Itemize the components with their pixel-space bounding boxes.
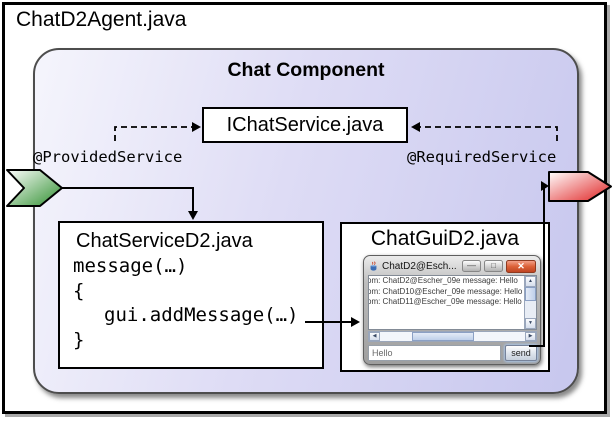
chat-service-title: ChatServiceD2.java — [76, 230, 253, 252]
chat-message: om: ChatD2@Escher_09e message: Hello — [368, 276, 518, 285]
code-line: gui.addMessage(…) — [104, 304, 299, 326]
ichatservice-label: IChatService.java — [226, 113, 384, 136]
vertical-scroll-thumb[interactable] — [525, 287, 536, 301]
chat-window-titlebar[interactable]: ChatD2@Esch... — □ ✕ — [368, 258, 536, 274]
minimize-icon[interactable]: — — [462, 260, 481, 272]
maximize-icon[interactable]: □ — [484, 260, 503, 272]
component-title: Chat Component — [227, 59, 385, 81]
required-service-annotation: @RequiredService — [407, 148, 557, 166]
send-button[interactable]: send — [505, 345, 537, 361]
horizontal-scrollbar[interactable]: ◀ ▶ — [368, 331, 537, 342]
chat-window-body: om: ChatD2@Escher_09e message: Hello om:… — [368, 274, 537, 361]
chat-window-title: ChatD2@Esch... — [382, 260, 457, 272]
page-title: ChatD2Agent.java — [16, 8, 187, 31]
scroll-down-icon[interactable]: ▼ — [525, 318, 536, 329]
provided-service-annotation: @ProvidedService — [33, 148, 183, 166]
chat-message: om: ChatD11@Escher_09e message: Hello — [368, 297, 522, 306]
chat-gui-title: ChatGuiD2.java — [370, 227, 520, 250]
chat-message: om: ChatD10@Escher_09e message: Hello — [368, 286, 523, 296]
chat-message-input[interactable] — [368, 345, 501, 361]
close-icon[interactable]: ✕ — [506, 259, 536, 273]
vertical-scrollbar[interactable]: ▲ ▼ — [524, 276, 536, 329]
scroll-right-icon[interactable]: ▶ — [525, 332, 536, 341]
ichatservice-box: IChatService.java — [202, 107, 408, 143]
code-line: message(…) — [73, 255, 188, 277]
chat-message-list[interactable]: om: ChatD2@Escher_09e message: Hello om:… — [368, 275, 537, 330]
scroll-left-icon[interactable]: ◀ — [369, 332, 380, 341]
chat-window-screenshot: ChatD2@Esch... — □ ✕ om: ChatD2@Escher_0… — [363, 255, 541, 365]
code-line: } — [73, 328, 85, 351]
chat-service-box: ChatServiceD2.java message(…) { gui.addM… — [58, 221, 324, 369]
code-line: { — [73, 279, 85, 302]
java-icon — [370, 260, 377, 271]
scroll-up-icon[interactable]: ▲ — [525, 276, 536, 287]
horizontal-scroll-thumb[interactable] — [412, 332, 474, 341]
